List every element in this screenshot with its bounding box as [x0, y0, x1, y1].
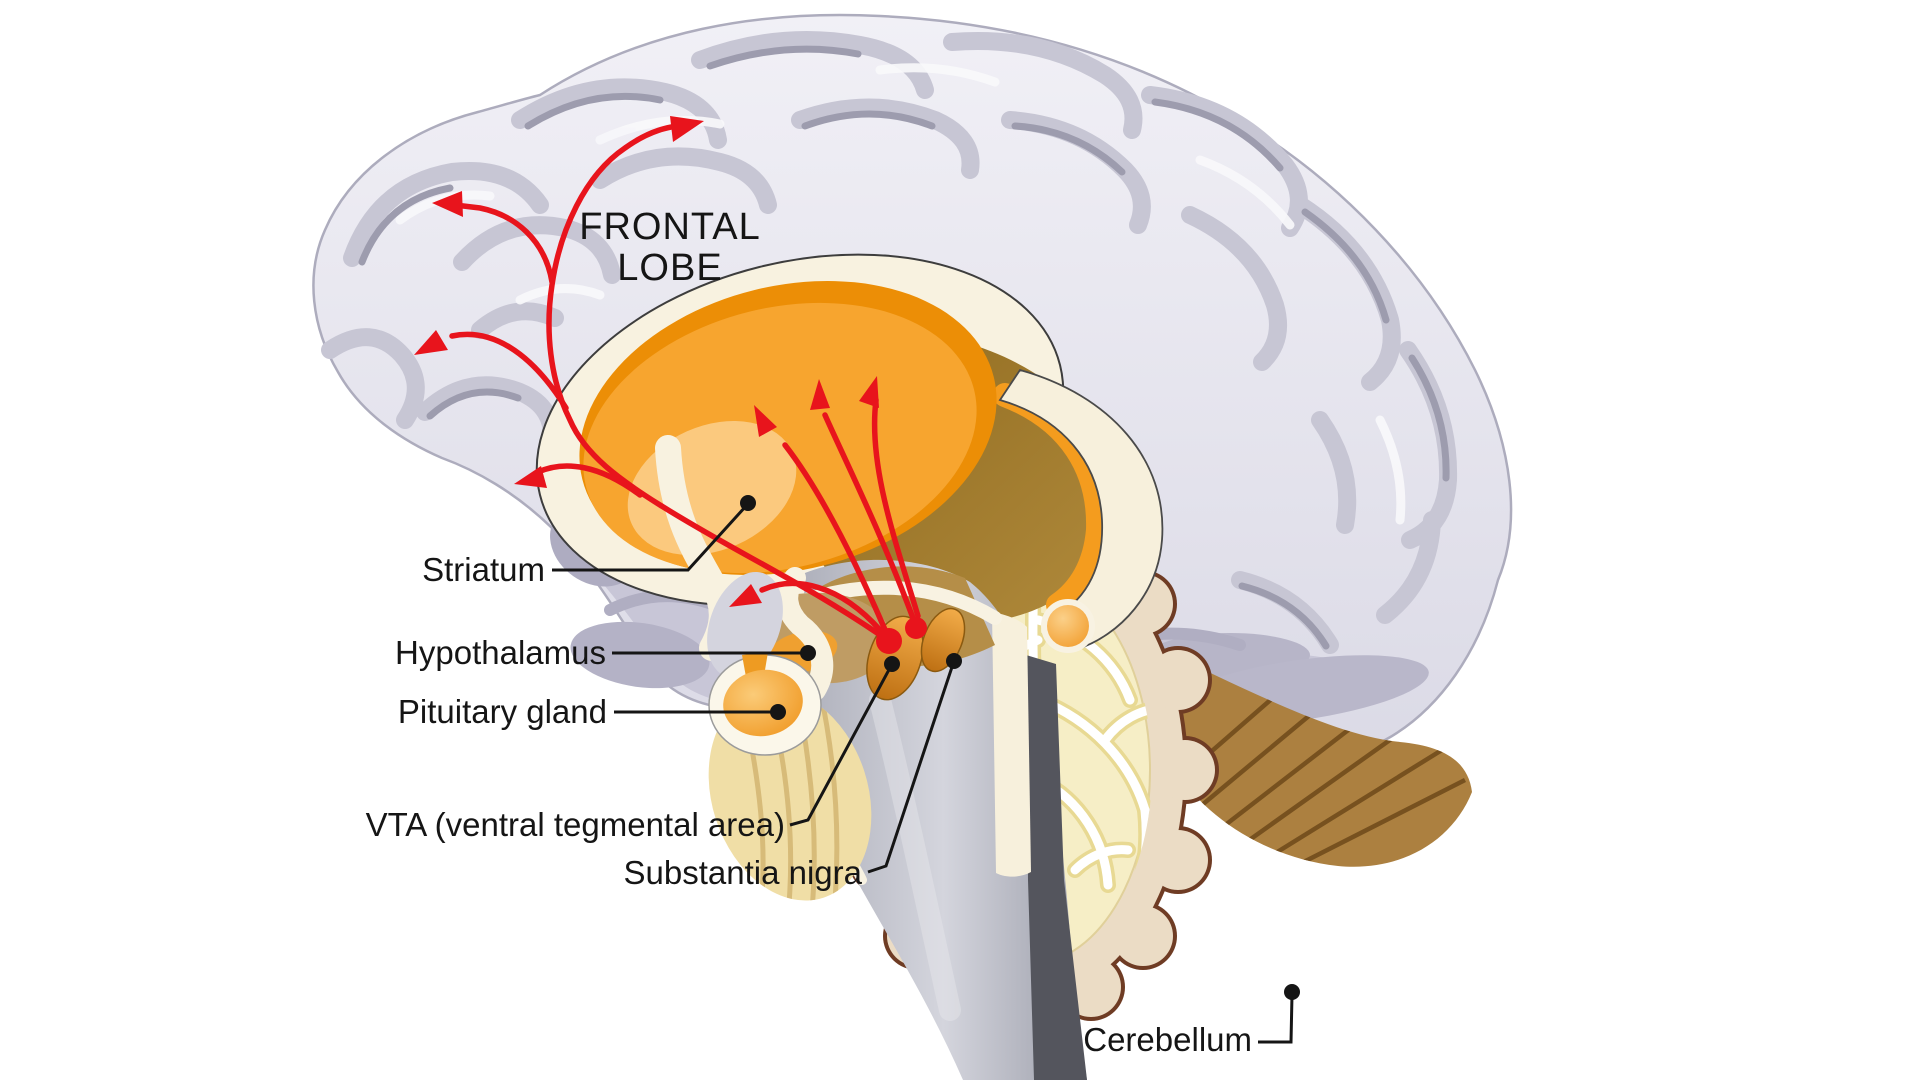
label-pituitary-gland: Pituitary gland	[397, 693, 607, 730]
leader-striatum	[552, 504, 748, 572]
label-vta: VTA (ventral tegmental area)	[365, 806, 785, 843]
brainstem-dark-stripe	[1026, 655, 1087, 1080]
brainstem-cream-band	[992, 612, 1031, 877]
label-striatum: Striatum	[422, 551, 545, 588]
gyri-highlights	[395, 63, 1406, 525]
gyri-shadows	[358, 45, 1450, 650]
label-frontal-lobe: FRONTAL LOBE	[579, 206, 761, 289]
label-cerebellum: Cerebellum	[1083, 1021, 1252, 1058]
leader-cerebellum	[1258, 994, 1294, 1044]
pituitary-shape	[655, 435, 834, 756]
leader-substantia-nigra	[867, 663, 955, 874]
pineal-gland	[1041, 599, 1095, 653]
dopamine-pathways	[414, 116, 927, 654]
arrowheads	[414, 116, 879, 607]
leader-vta	[789, 665, 893, 827]
leader-dots	[740, 495, 1300, 1000]
pathway-origin-dots	[876, 617, 927, 654]
leader-lines	[552, 495, 1300, 1044]
label-substantia-nigra: Substantia nigra	[623, 854, 863, 891]
label-hypothalamus: Hypothalamus	[395, 634, 606, 671]
